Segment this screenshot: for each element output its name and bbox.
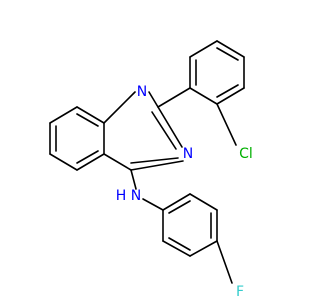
bond-cp-inner-3 [216,84,239,98]
bond-fp-6 [162,193,191,211]
bond-cp-5 [216,87,245,105]
bond-pyr-inner-1 [151,111,177,150]
atom-cl-label: Cl [239,146,253,162]
bond-cp-6 [189,87,218,105]
bond-benzo-5 [76,106,105,124]
bond-benzo-6 [49,106,78,124]
bond-fp-2 [162,240,191,257]
bond-pyr-3 [157,106,183,148]
bond-benzo-inner-3 [76,113,99,127]
bond-nh-ar [142,198,164,211]
atom-label-layer: N N N H Cl F [116,84,253,300]
bond-pyr-5 [103,153,132,171]
bond-cp-inner-2 [216,47,239,61]
bond-c-f [216,240,233,284]
bond-layer [49,40,245,284]
bond-pyr-2 [148,91,159,108]
bond-pyr-4 [130,160,184,171]
atom-h-label: H [116,188,127,204]
atom-f-label: F [236,284,244,300]
bond-c2-ar [157,87,191,108]
bond-fp-inner-3 [168,200,191,214]
atom-nh-label: N [131,188,141,204]
bond-pyr-1 [103,91,136,124]
bond-fp-5 [189,193,218,211]
atom-n3-label: N [183,146,193,162]
bond-benzo-3 [76,153,105,171]
bond-c4-nh [130,169,137,190]
bond-cp-2 [189,40,218,58]
bond-benzo-inner-2 [76,150,99,164]
bond-fp-inner-1 [168,237,191,251]
bond-benzo-2 [49,153,78,171]
bond-cp-3 [216,40,245,58]
bond-fp-3 [189,240,218,257]
molecule-structure: N N N H Cl F [49,40,253,300]
bond-c-cl [216,103,237,146]
bond-pyr-inner-2 [130,157,179,164]
atom-n1-label: N [137,84,147,100]
